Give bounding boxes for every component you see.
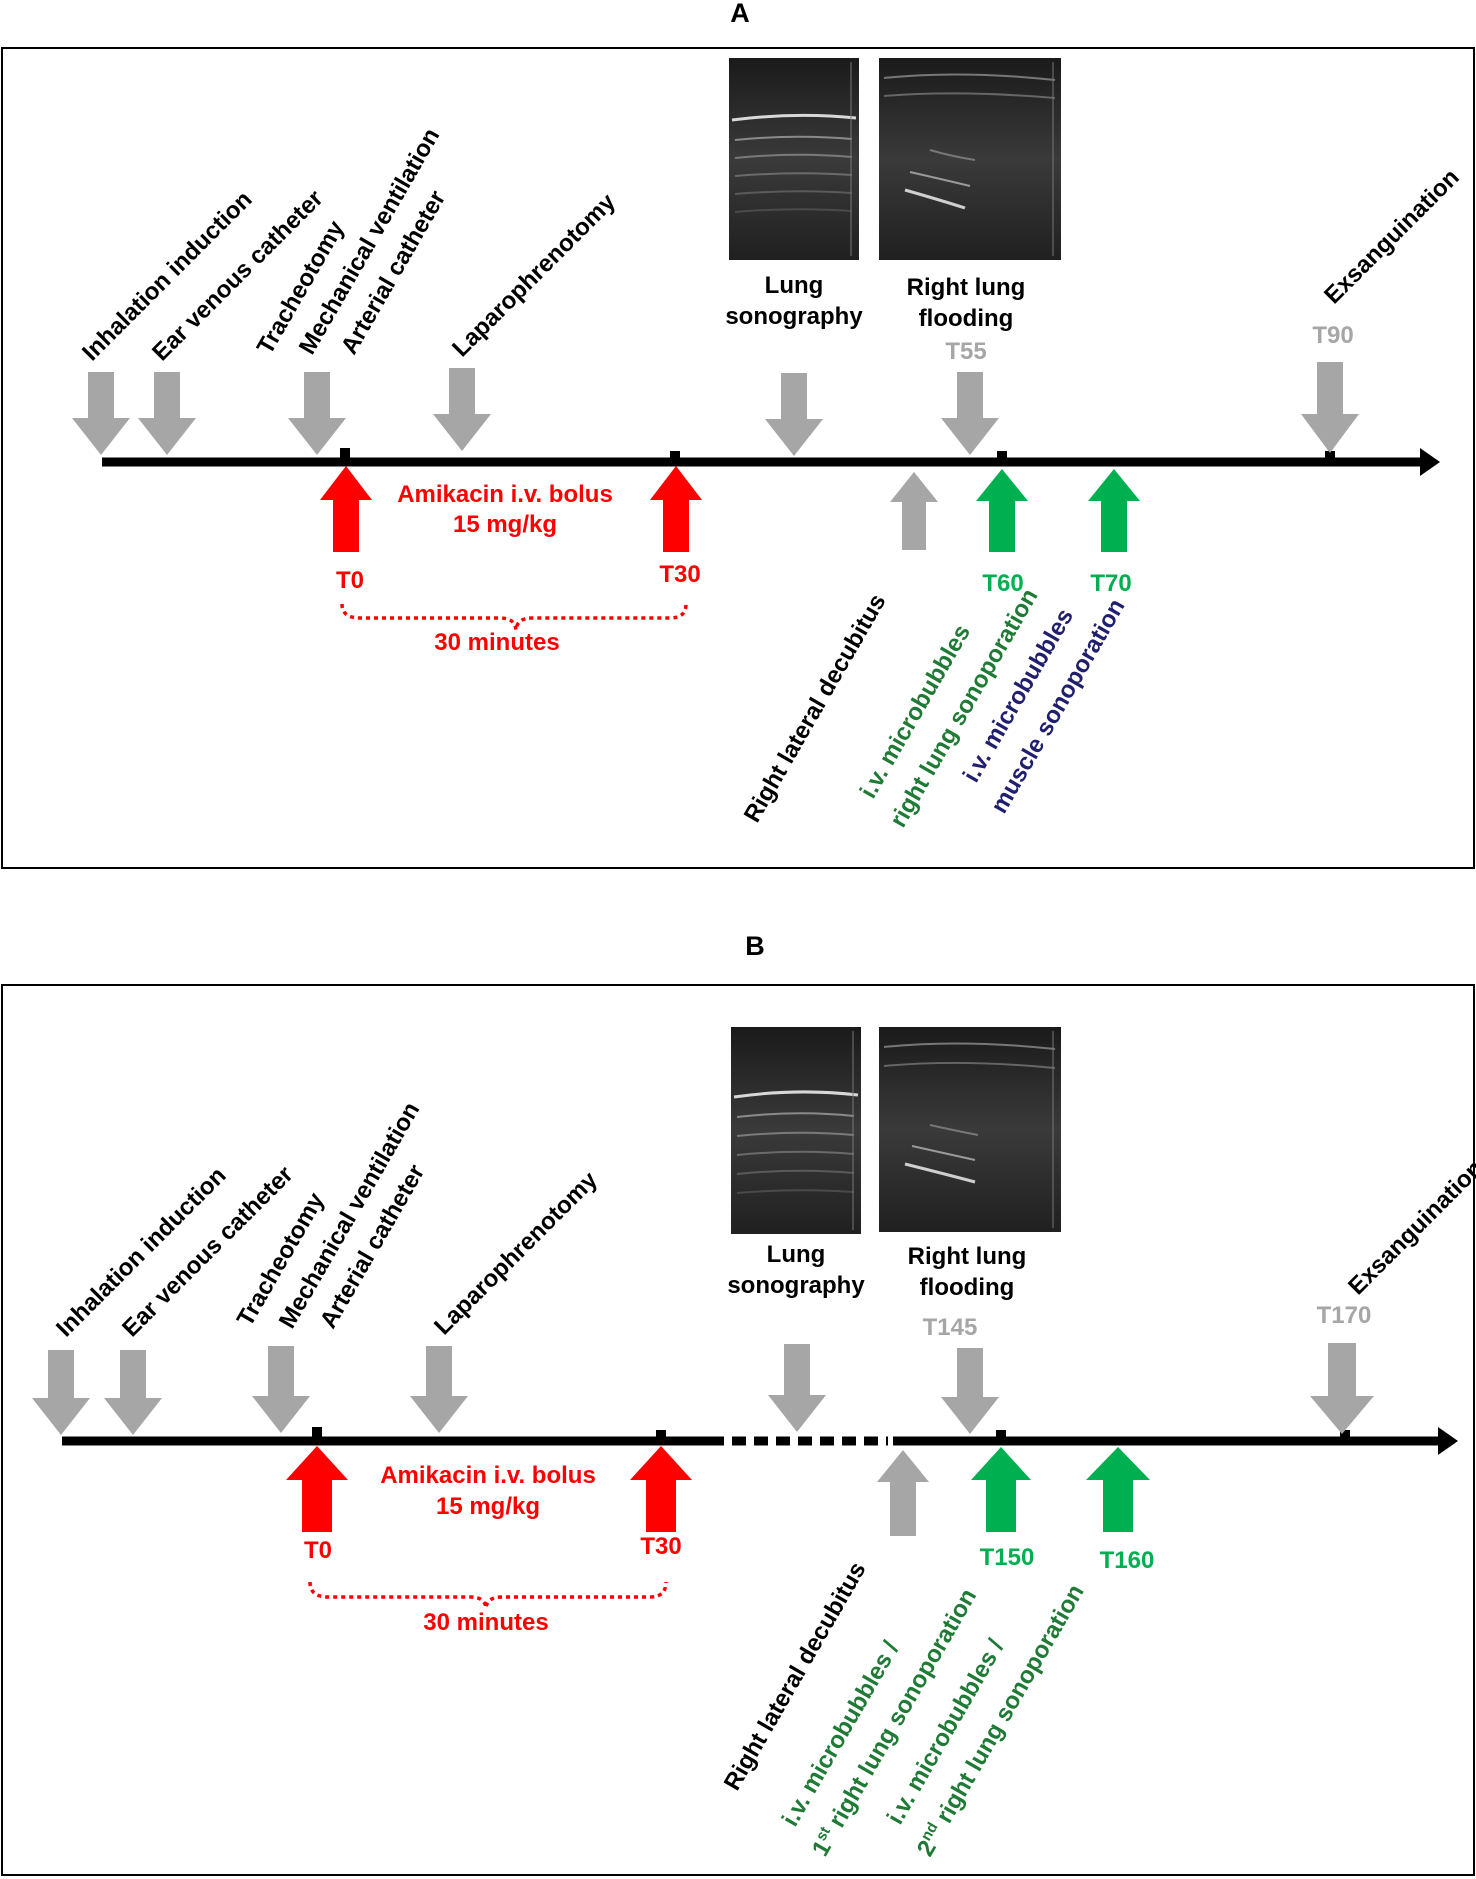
time-flood: T55 [945, 338, 986, 365]
step2-ordinal-suffix: nd [918, 1820, 942, 1844]
timeline-arrowhead [1420, 448, 1440, 476]
label-right-lung: Right lung [908, 1243, 1027, 1270]
label-amikacin: Amikacin i.v. bolus [380, 1462, 596, 1489]
down-arrow-laparophrenotomy [433, 368, 491, 451]
time-end: T90 [1312, 322, 1353, 349]
amikacin-arrow-t0 [320, 466, 372, 552]
down-arrow-catheter [104, 1350, 162, 1435]
flooded-lung-ultrasound-image [879, 58, 1061, 260]
label-sonography: sonography [725, 303, 863, 330]
label-flooding: flooding [920, 1274, 1015, 1301]
up-arrow-decubitus [877, 1450, 929, 1536]
time-t30: T30 [640, 1533, 681, 1560]
label-lung: Lung [767, 1241, 826, 1268]
time-end: T170 [1317, 1302, 1372, 1329]
down-arrow-laparophrenotomy [410, 1346, 468, 1433]
lung-ultrasound-image [729, 58, 859, 260]
amikacin-arrow-t30 [650, 466, 702, 552]
down-arrow-flooding [941, 372, 999, 455]
panel-a: A [1, 0, 1475, 869]
interval-brace [308, 1581, 668, 1609]
time-sono2: T70 [1090, 570, 1131, 597]
label-exsanguination: Exsanguination [1319, 164, 1464, 309]
label-amikacin: Amikacin i.v. bolus [397, 481, 613, 508]
label-lung: Lung [765, 272, 824, 299]
time-t0: T0 [304, 1537, 332, 1564]
down-arrow-exsanguination [1310, 1343, 1374, 1434]
time-flood: T145 [923, 1314, 978, 1341]
label-laparophrenotomy: Laparophrenotomy [447, 188, 621, 362]
sonoporation-arrow-1 [976, 469, 1028, 552]
panel-title: B [745, 931, 765, 961]
panel-frame [1, 47, 1475, 869]
panel-frame [1, 984, 1475, 1876]
down-arrow-tracheotomy [252, 1346, 310, 1433]
panel-b: B [1, 931, 1476, 1876]
interval-brace [340, 603, 688, 631]
down-arrow-induction [72, 372, 130, 455]
panel-title: A [730, 0, 750, 28]
down-arrow-sonography [768, 1344, 826, 1432]
flooded-lung-ultrasound-image [879, 1027, 1061, 1232]
down-arrow-catheter [138, 372, 196, 455]
time-t0: T0 [336, 567, 364, 594]
time-t30: T30 [659, 561, 700, 588]
down-arrow-flooding [941, 1348, 999, 1434]
time-sono2: T160 [1100, 1547, 1155, 1574]
sonoporation-arrow-2 [1086, 1447, 1150, 1532]
label-sonography: sonography [727, 1272, 865, 1299]
label-right-lung: Right lung [907, 274, 1026, 301]
down-arrow-tracheotomy [288, 372, 346, 455]
label-dose: 15 mg/kg [453, 511, 557, 538]
label-laparophrenotomy: Laparophrenotomy [429, 1166, 603, 1340]
label-exsanguination: Exsanguination [1343, 1155, 1476, 1300]
time-sono1: T150 [980, 1544, 1035, 1571]
label-dose: 15 mg/kg [436, 1493, 540, 1520]
label-interval: 30 minutes [434, 629, 559, 656]
sonoporation-arrow-1 [971, 1447, 1031, 1532]
amikacin-arrow-t0 [286, 1446, 348, 1532]
amikacin-arrow-t30 [630, 1446, 692, 1532]
label-flooding: flooding [919, 305, 1014, 332]
label-lateral-decubitus: Right lateral decubitus [719, 1557, 872, 1795]
sonoporation-arrow-2 [1088, 469, 1140, 552]
down-arrow-exsanguination [1301, 362, 1359, 453]
down-arrow-sonography [765, 373, 823, 456]
timeline-arrowhead [1438, 1427, 1458, 1455]
down-arrow-induction [32, 1350, 90, 1435]
label-interval: 30 minutes [423, 1609, 548, 1636]
time-sono1: T60 [982, 570, 1023, 597]
up-arrow-decubitus [890, 472, 938, 550]
lung-ultrasound-image [731, 1027, 861, 1234]
